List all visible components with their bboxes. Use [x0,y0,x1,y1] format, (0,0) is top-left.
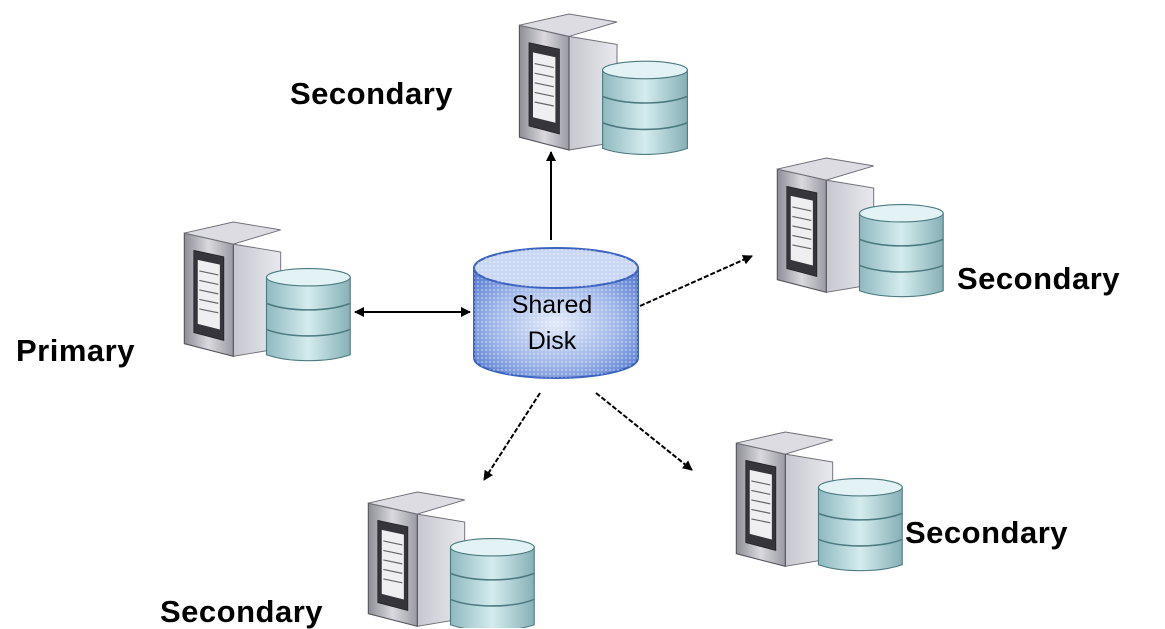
node-secondary-top-icon [518,13,689,156]
node-label-secondary-lower-right: Secondary [905,515,1069,550]
link-disk-secondary-lower-right [595,392,693,471]
links [354,151,753,481]
shared-disk-cylinder-icon [473,247,639,379]
node-secondary-right-icon [776,157,945,298]
node-label-secondary-right: Secondary [957,261,1121,296]
node-label-primary: Primary [16,333,135,368]
node-label-secondary-top: Secondary [290,76,454,111]
node-secondary-bottom-icon [367,491,536,628]
node-primary-icon [183,221,352,362]
node-label-secondary-bottom: Secondary [160,594,324,629]
link-disk-secondary-bottom [483,392,541,481]
shared-disk-label-line2: Disk [527,327,577,355]
node-secondary-lower-right-icon [735,431,904,572]
link-disk-secondary-right [639,255,753,307]
shared-disk-label-line1: Shared [511,291,593,319]
